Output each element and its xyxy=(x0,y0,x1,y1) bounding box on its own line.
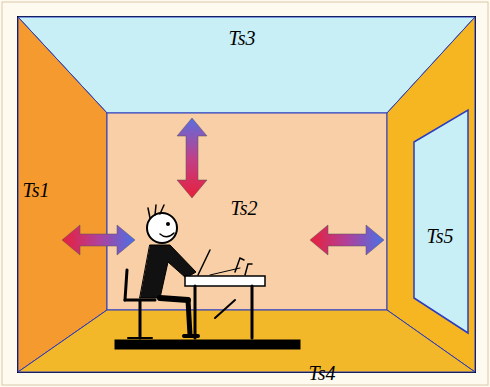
surface-temperature-label: Ts4 xyxy=(308,363,335,383)
back-wall xyxy=(107,113,387,310)
floor xyxy=(18,310,475,372)
exchange-arrow xyxy=(177,118,207,198)
room-border xyxy=(17,16,476,373)
exchange-arrow xyxy=(62,225,135,255)
surface-temperature-label: Ts3 xyxy=(228,28,255,48)
surface-temperature-label: Ts1 xyxy=(22,180,49,200)
exchange-arrow xyxy=(310,225,384,255)
person-at-desk xyxy=(115,205,300,349)
surface-temperature-label: Ts5 xyxy=(426,226,453,246)
window xyxy=(414,110,468,333)
surface-temperature-label: Ts2 xyxy=(230,198,257,218)
